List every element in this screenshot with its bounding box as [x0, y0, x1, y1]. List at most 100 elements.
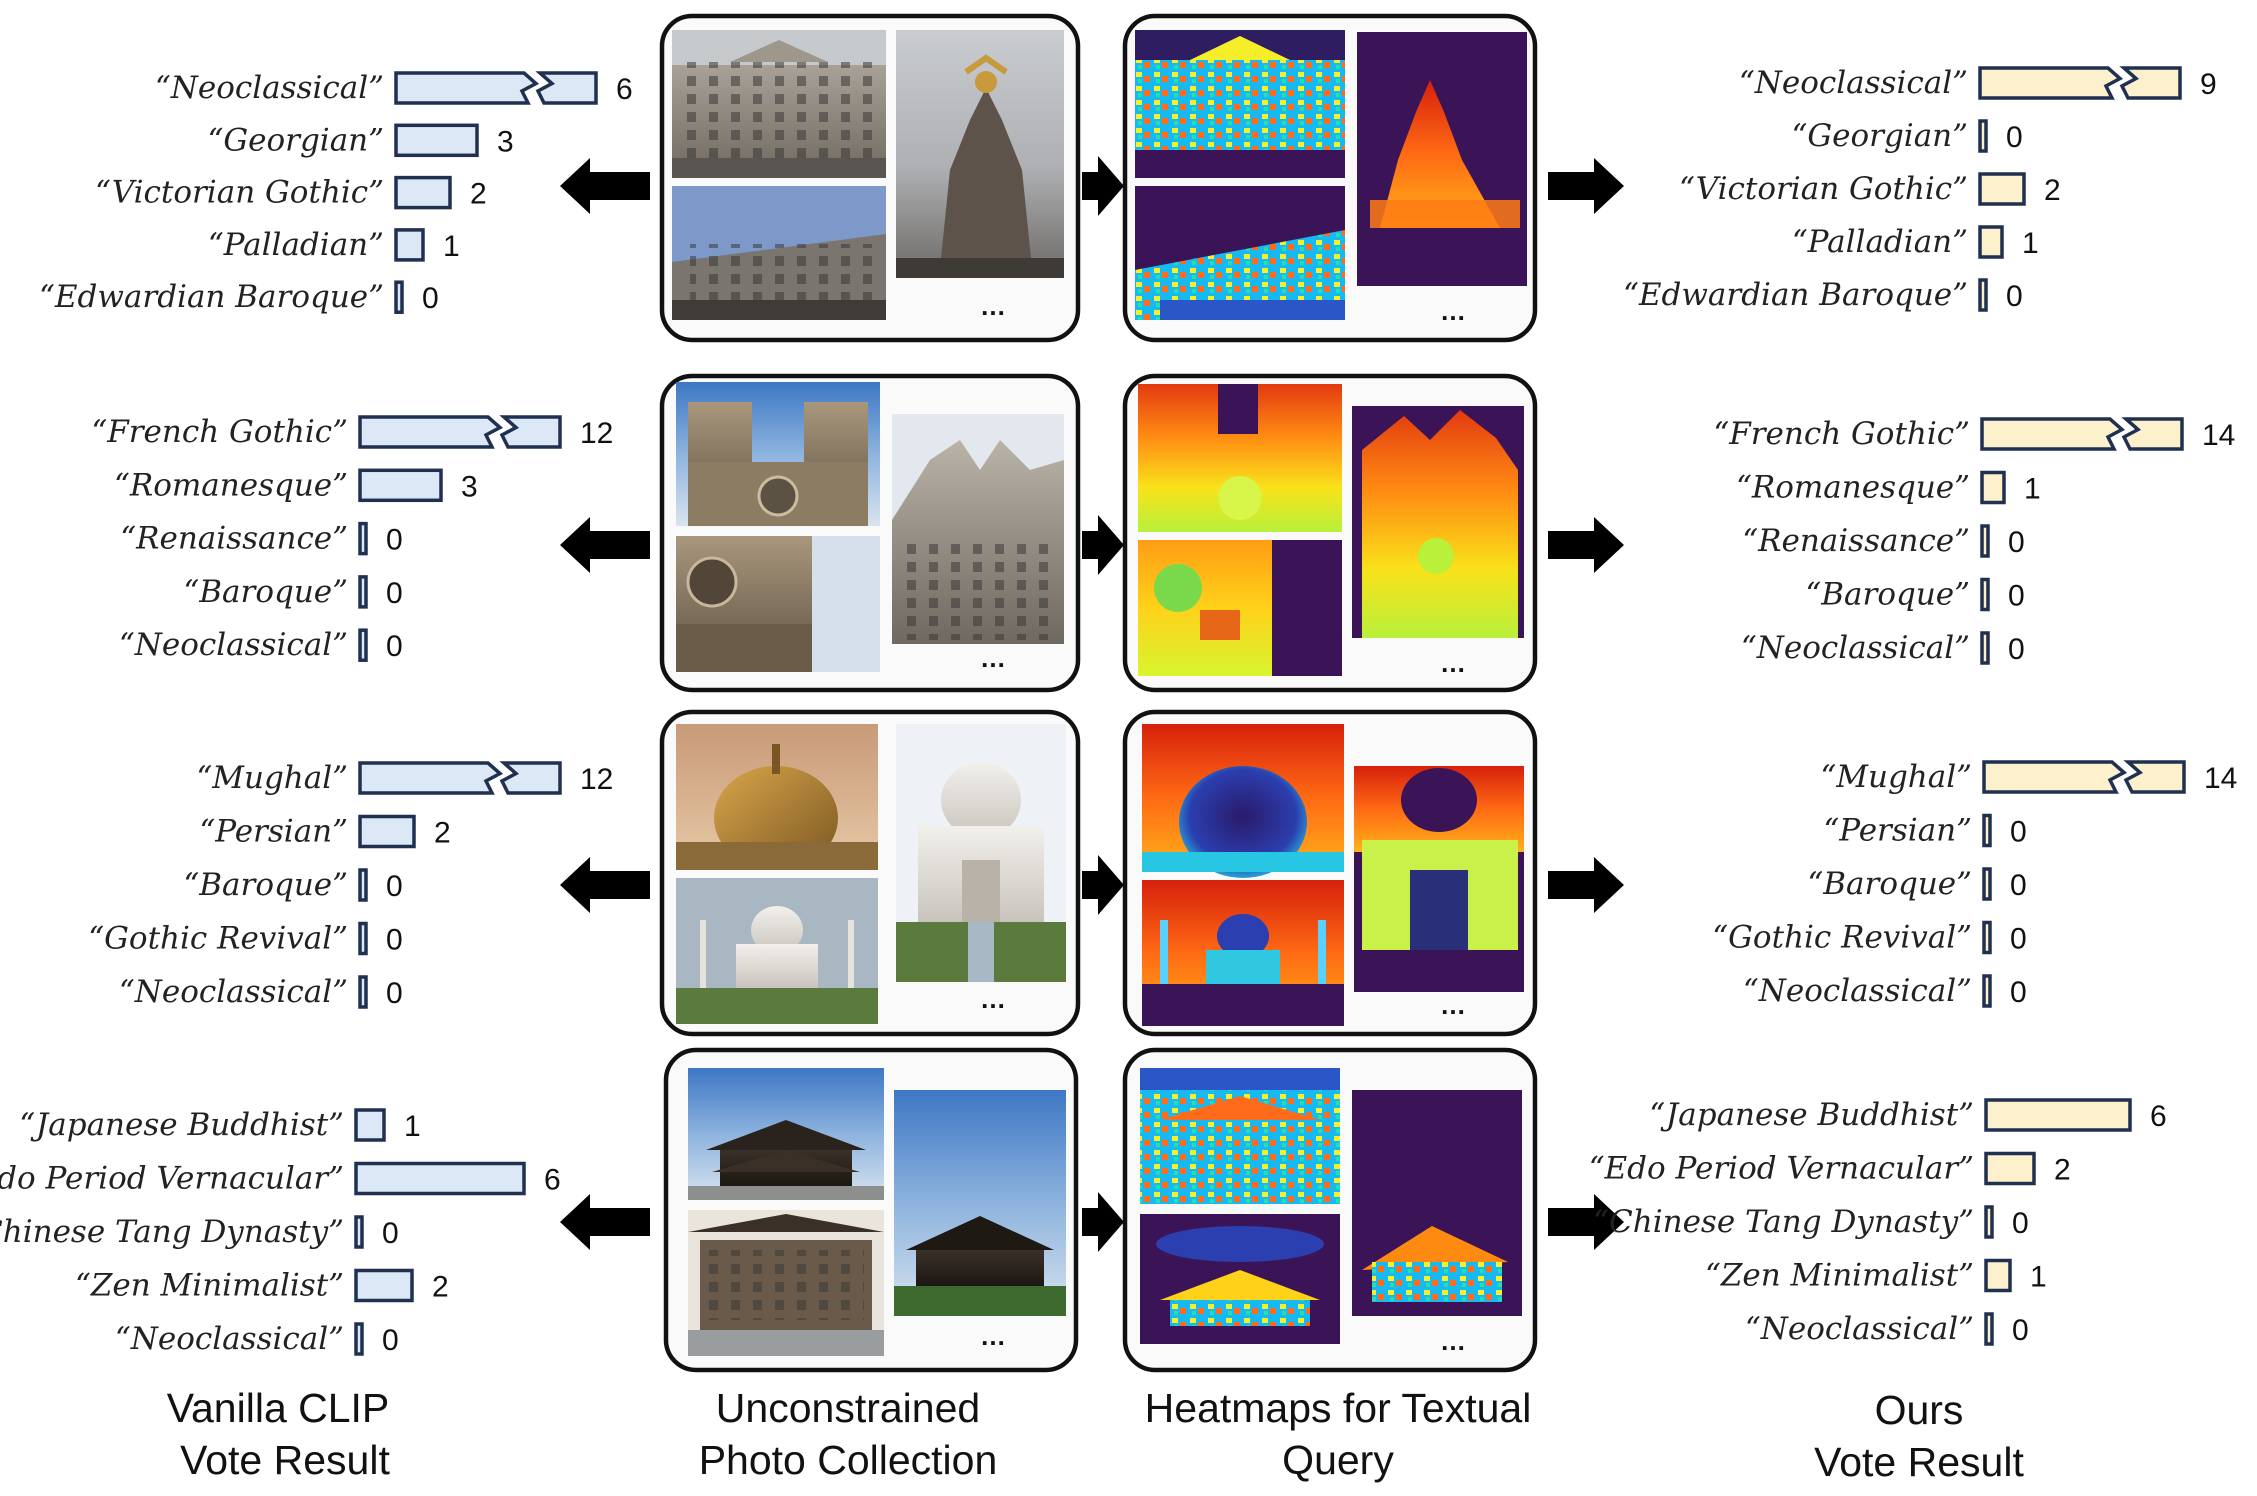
bar-category-label: “Baroque”: [183, 574, 348, 610]
bar-value-label: 0: [386, 870, 403, 903]
more-photos-ellipsis: …: [980, 1321, 1006, 1351]
bar-value-label: 2: [434, 817, 451, 850]
bar-broken-tail: [499, 415, 562, 449]
bar-value-label: 1: [2024, 473, 2041, 506]
row-1: … …: [659, 13, 1538, 343]
bar-value-label: 1: [443, 230, 460, 263]
bar: [1984, 1205, 1994, 1239]
caption-heatmaps-line1: Heatmaps for Textual: [1145, 1385, 1532, 1431]
bar: [358, 575, 368, 609]
bar-value-label: 0: [2012, 1207, 2029, 1240]
bar-broken-tail: [2121, 417, 2184, 451]
caption-ours-line1: Ours: [1875, 1387, 1964, 1433]
bar: [394, 228, 425, 262]
bar: [394, 123, 479, 158]
photo-todaiji-side: [894, 1090, 1066, 1316]
caption-photos-line1: Unconstrained: [716, 1385, 980, 1431]
caption-ours-line2: Vote Result: [1814, 1439, 2024, 1485]
bar-category-label: “Gothic Revival”: [1712, 920, 1972, 956]
bar-value-label: 12: [580, 763, 613, 796]
bar: [354, 1322, 364, 1356]
bar-category-label: “Edwardian Baroque”: [39, 279, 384, 315]
chart-vanilla-row-2: “French Gothic”12“Romanesque”3“Renaissan…: [91, 414, 613, 663]
bar-broken-tail: [499, 761, 562, 795]
bar-broken-tail: [2119, 66, 2182, 100]
arrow-right-icon: [1548, 517, 1624, 573]
bar-value-label: 1: [2022, 227, 2039, 260]
bar-value-label: 3: [497, 125, 514, 158]
bar-category-label: “Victorian Gothic”: [1679, 171, 1968, 207]
photo-panel-3: …: [659, 709, 1081, 1037]
bar-category-label: “Baroque”: [183, 867, 348, 903]
bar-value-label: 0: [2008, 526, 2025, 559]
caption-vanilla-line1: Vanilla CLIP: [167, 1385, 390, 1431]
bar-category-label: “Edo Period Vernacular”: [1589, 1151, 1974, 1187]
bar-value-label: 2: [2054, 1154, 2071, 1187]
heatmap-panel-2: …: [1122, 373, 1538, 693]
bar: [1982, 974, 1992, 1008]
bar: [1978, 225, 2004, 259]
bar-category-label: “Chinese Tang Dynasty”: [0, 1214, 344, 1250]
bar: [358, 761, 504, 795]
bar-value-label: 1: [2030, 1261, 2047, 1294]
photo-palace-front: [672, 30, 886, 178]
bar-value-label: 0: [2010, 816, 2027, 849]
bar-category-label: “Gothic Revival”: [88, 921, 348, 957]
bar-category-label: “French Gothic”: [1713, 416, 1970, 452]
bar-category-label: “Neoclassical”: [1741, 630, 1970, 666]
heatmap-panel-3: …: [1122, 709, 1538, 1037]
bar-category-label: “French Gothic”: [91, 414, 348, 450]
bar-category-label: “Romanesque”: [1736, 470, 1970, 506]
caption-photos-line2: Photo Collection: [699, 1437, 998, 1483]
bar-category-label: “Edwardian Baroque”: [1623, 277, 1968, 313]
heatmap-todaiji-facade: [1140, 1214, 1340, 1344]
bar-value-label: 0: [386, 977, 403, 1010]
bar-category-label: “Chinese Tang Dynasty”: [1593, 1204, 1974, 1240]
heatmap-todaiji-side: [1352, 1090, 1522, 1316]
chart-ours-row-3: “Mughal”14“Persian”0“Baroque”0“Gothic Re…: [1712, 759, 2237, 1009]
bar: [1982, 813, 1992, 848]
heatmap-todaiji-front: [1140, 1068, 1340, 1204]
bar: [1984, 1151, 2036, 1186]
bar: [354, 1108, 386, 1142]
photo-panel-4: …: [663, 1047, 1079, 1373]
bar-value-label: 2: [2044, 174, 2061, 207]
more-photos-ellipsis: …: [980, 984, 1006, 1014]
arrow-right-icon: [1548, 1194, 1624, 1250]
bar-category-label: “Renaissance”: [120, 521, 348, 557]
heatmap-taj-mahal-far: [1142, 880, 1344, 1026]
bar-value-label: 6: [616, 73, 633, 106]
photo-panel-1: …: [659, 13, 1081, 343]
photo-notre-dame-front: [676, 382, 880, 526]
bar-category-label: “Neoclassical”: [1739, 65, 1968, 101]
vote-charts: “Neoclassical”6“Georgian”3“Victorian Got…: [0, 65, 2237, 1357]
flow-arrows: [560, 156, 1624, 1252]
chart-vanilla-row-1: “Neoclassical”6“Georgian”3“Victorian Got…: [39, 70, 633, 315]
bar-broken-tail: [535, 71, 598, 105]
arrow-right-small-icon: [1082, 855, 1124, 915]
bar: [358, 921, 368, 956]
bar-value-label: 14: [2202, 419, 2235, 452]
photo-victoria-memorial: [896, 30, 1064, 278]
bar-value-label: 0: [382, 1324, 399, 1357]
arrow-left-icon: [560, 517, 650, 573]
bar-value-label: 0: [386, 924, 403, 957]
photo-golden-dome: [676, 724, 878, 870]
bar: [354, 1161, 526, 1196]
more-photos-ellipsis: …: [980, 291, 1006, 321]
bar: [358, 868, 368, 902]
bar: [358, 628, 368, 662]
row-4: … …: [663, 1047, 1538, 1373]
bar-value-label: 0: [2012, 1314, 2029, 1347]
bar-value-label: 6: [2150, 1100, 2167, 1133]
bar: [358, 975, 368, 1009]
bar-value-label: 0: [386, 524, 403, 557]
bar: [1978, 66, 2124, 100]
bar-category-label: “Neoclassical”: [155, 70, 384, 106]
bar: [358, 521, 368, 556]
arrow-right-small-icon: [1082, 1192, 1124, 1252]
chart-ours-row-2: “French Gothic”14“Romanesque”1“Renaissan…: [1713, 416, 2235, 666]
caption-heatmaps-line2: Query: [1282, 1437, 1394, 1483]
bar-value-label: 0: [2010, 923, 2027, 956]
